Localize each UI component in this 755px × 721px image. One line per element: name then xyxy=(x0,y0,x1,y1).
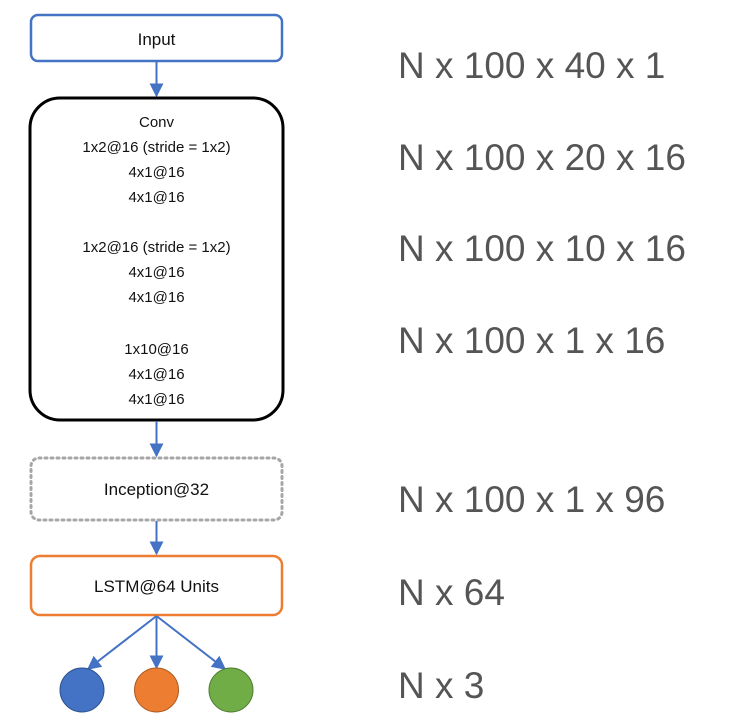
conv-block3-layer2: 4x1@16 xyxy=(128,366,184,383)
conv-block1-layer1: 1x2@16 (stride = 1x2) xyxy=(82,139,230,156)
input-node: Input xyxy=(29,13,284,63)
shape-label-output: N x 3 xyxy=(398,665,484,706)
shape-label-conv-block1: N x 100 x 20 x 16 xyxy=(398,137,686,178)
inception-box xyxy=(29,456,284,522)
conv-box xyxy=(28,96,285,422)
arrow-lstm-to-output-1 xyxy=(86,615,158,670)
arrow-lstm-to-output-3 xyxy=(155,615,227,670)
inception-node: Inception@32 xyxy=(29,456,284,522)
conv-block1-layer2: 4x1@16 xyxy=(128,164,184,181)
conv-title: Conv xyxy=(139,114,175,131)
shape-label-input: N x 100 x 40 x 1 xyxy=(398,45,665,86)
lstm-box xyxy=(29,554,284,617)
lstm-label: LSTM@64 Units xyxy=(94,577,219,596)
shape-label-inception: N x 100 x 1 x 96 xyxy=(398,479,665,520)
conv-block2-layer1: 1x2@16 (stride = 1x2) xyxy=(82,239,230,256)
conv-block2-layer2: 4x1@16 xyxy=(128,264,184,281)
shape-label-conv-block3: N x 100 x 1 x 16 xyxy=(398,320,665,361)
shape-label-lstm: N x 64 xyxy=(398,572,505,613)
conv-node: Conv 1x2@16 (stride = 1x2) 4x1@16 4x1@16… xyxy=(28,96,285,422)
output-circle-2 xyxy=(134,667,179,713)
input-label: Input xyxy=(138,30,176,49)
conv-block3-layer1: 1x10@16 xyxy=(124,341,188,358)
output-circle-3 xyxy=(208,667,254,713)
inception-label: Inception@32 xyxy=(104,480,209,499)
lstm-node: LSTM@64 Units xyxy=(29,554,284,617)
output-circle-1 xyxy=(59,667,105,713)
conv-block3-layer3: 4x1@16 xyxy=(128,391,184,408)
shape-label-conv-block2: N x 100 x 10 x 16 xyxy=(398,228,686,269)
conv-block2-layer3: 4x1@16 xyxy=(128,289,184,306)
conv-block1-layer3: 4x1@16 xyxy=(128,189,184,206)
